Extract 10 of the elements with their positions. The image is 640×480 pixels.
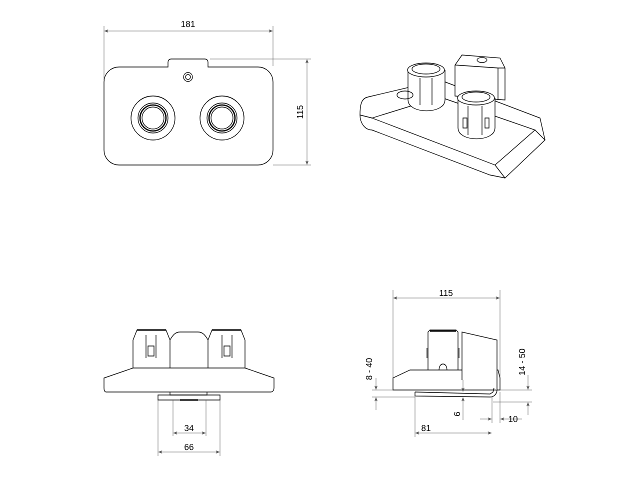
dimension-label: 66 xyxy=(184,444,194,450)
dimension-label: 6 xyxy=(454,412,460,416)
dimension-label: 34 xyxy=(184,424,194,432)
dimension-label: 8 - 40 xyxy=(366,358,372,380)
dimension-label: 115 xyxy=(440,290,453,296)
dimension-label: 10 xyxy=(508,416,518,422)
dimension-label: 181 xyxy=(181,20,195,28)
dimension-label: 115 xyxy=(296,105,304,118)
dimension-label: 14 - 50 xyxy=(518,348,526,375)
dimension-label: 81 xyxy=(422,424,430,432)
